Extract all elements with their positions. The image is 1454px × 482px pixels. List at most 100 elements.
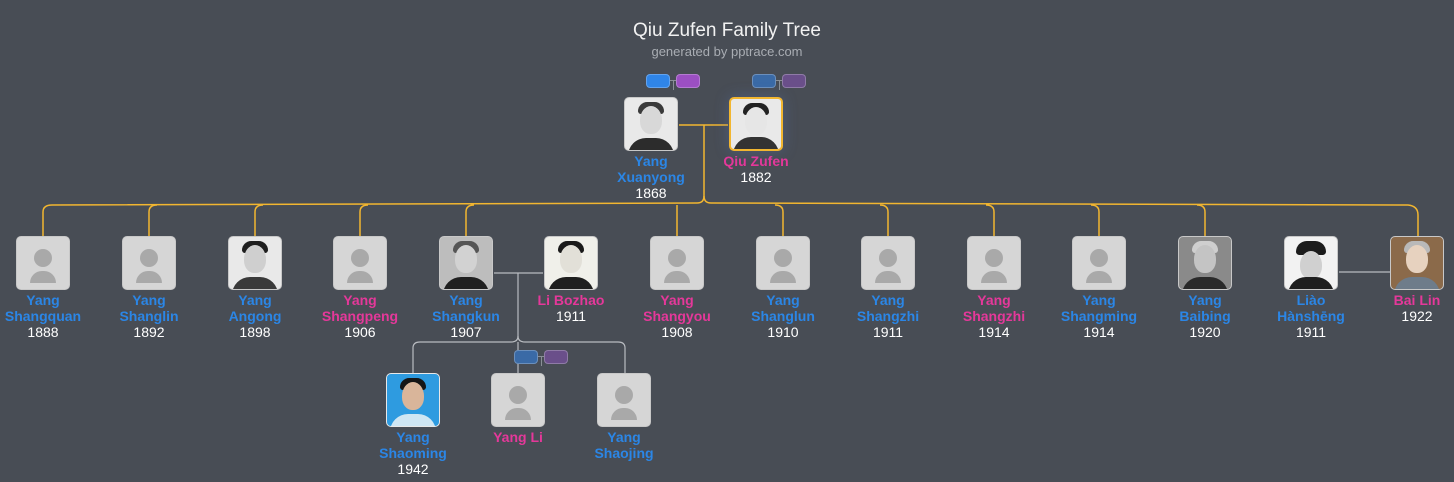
- person-name[interactable]: Qiu Zufen: [723, 153, 789, 169]
- mother-pill[interactable]: [676, 74, 700, 88]
- avatar-placeholder[interactable]: [1072, 236, 1126, 290]
- person-name[interactable]: Li Bozhao: [537, 292, 605, 308]
- birth-year: 1910: [767, 324, 799, 340]
- name-line2: Shangzhi: [856, 308, 920, 324]
- avatar[interactable]: [729, 97, 783, 151]
- name-line1: Liào: [1296, 292, 1326, 308]
- name-line1: Yang: [1082, 292, 1116, 308]
- photo-body: [628, 138, 674, 150]
- birth-year: 1922: [1401, 308, 1433, 324]
- person-icon-head: [351, 249, 369, 267]
- avatar-placeholder[interactable]: [16, 236, 70, 290]
- avatar-placeholder[interactable]: [967, 236, 1021, 290]
- person-icon-body: [770, 271, 796, 283]
- person-qiu-zufen[interactable]: Qiu Zufen 1882: [696, 97, 816, 185]
- avatar-placeholder[interactable]: [650, 236, 704, 290]
- page-title: Qiu Zufen Family Tree: [633, 20, 821, 41]
- avatar-placeholder[interactable]: [861, 236, 915, 290]
- person-icon-head: [774, 249, 792, 267]
- person-name[interactable]: Bai Lin: [1393, 292, 1441, 308]
- name-line2: Shangyou: [643, 308, 711, 324]
- avatar-placeholder[interactable]: [122, 236, 176, 290]
- person-name[interactable]: Yang Li: [493, 429, 543, 445]
- avatar-placeholder[interactable]: [597, 373, 651, 427]
- parents-toggle-qiu-zufen[interactable]: [752, 74, 806, 90]
- photo-face: [402, 382, 424, 410]
- father-pill[interactable]: [752, 74, 776, 88]
- name-line1: Yang: [396, 429, 430, 445]
- person-yang-li[interactable]: Yang Li: [458, 373, 578, 445]
- person-icon-body: [347, 271, 373, 283]
- avatar-placeholder[interactable]: [491, 373, 545, 427]
- person-icon-body: [611, 408, 637, 420]
- name-line1: Yang: [343, 292, 377, 308]
- avatar[interactable]: [1178, 236, 1232, 290]
- avatar[interactable]: [624, 97, 678, 151]
- person-li-bozhao[interactable]: Li Bozhao 1911: [511, 236, 631, 324]
- name-line2: Hànshēng: [1277, 308, 1345, 324]
- name-line2: Baibing: [1179, 308, 1231, 324]
- avatar[interactable]: [386, 373, 440, 427]
- name-line2: Shanglin: [119, 308, 179, 324]
- name-line1: Yang: [766, 292, 800, 308]
- avatar[interactable]: [1390, 236, 1444, 290]
- person-bai-lin[interactable]: Bai Lin 1922: [1357, 236, 1454, 324]
- name-line1: Yang: [132, 292, 166, 308]
- birth-year: 1911: [1295, 324, 1327, 340]
- avatar[interactable]: [1284, 236, 1338, 290]
- birth-year: 1882: [740, 169, 772, 185]
- birth-year: 1914: [978, 324, 1010, 340]
- photo-face: [455, 245, 477, 273]
- person-icon-body: [136, 271, 162, 283]
- avatar-placeholder[interactable]: [756, 236, 810, 290]
- birth-year: 1888: [27, 324, 59, 340]
- parents-toggle-yang-xuanyong[interactable]: [646, 74, 700, 90]
- person-icon-head: [985, 249, 1003, 267]
- father-pill[interactable]: [646, 74, 670, 88]
- avatar[interactable]: [544, 236, 598, 290]
- mother-pill[interactable]: [544, 350, 568, 364]
- person-icon-head: [509, 386, 527, 404]
- name-line2: Shangming: [1060, 308, 1138, 324]
- father-pill[interactable]: [514, 350, 538, 364]
- parents-toggle-yang-li[interactable]: [514, 350, 568, 366]
- mother-pill[interactable]: [782, 74, 806, 88]
- photo-face: [640, 106, 662, 134]
- avatar[interactable]: [439, 236, 493, 290]
- avatar[interactable]: [228, 236, 282, 290]
- avatar-placeholder[interactable]: [333, 236, 387, 290]
- birth-year: 1907: [450, 324, 482, 340]
- person-icon-body: [981, 271, 1007, 283]
